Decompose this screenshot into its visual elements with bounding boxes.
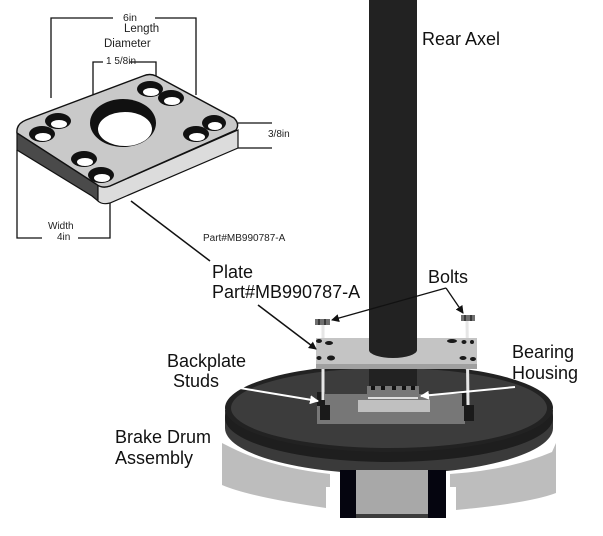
rear-axle-label: Rear Axel (422, 29, 501, 49)
drum-outer-band-right (450, 443, 556, 510)
plate-drawing (16, 17, 272, 262)
part-leader-line (130, 200, 211, 262)
bearing-housing-label-line2: Housing (512, 363, 579, 383)
backplate-studs-label-line1: Backplate (167, 351, 247, 371)
hub-right-block (428, 470, 446, 518)
width-label: Width (48, 221, 74, 232)
backplate-stud-left (320, 405, 330, 420)
backplate-stud-right-upper (462, 392, 469, 406)
bearing-teeth (371, 386, 415, 390)
backplate-studs-label-line2: Studs (173, 371, 220, 391)
backplate-stud-right (464, 405, 474, 421)
mounted-plate-edge (316, 364, 477, 369)
mounted-plate (316, 338, 477, 369)
hub-bottom-strip (356, 514, 428, 518)
drum-outer-band-left (222, 443, 330, 508)
center-hole-inner (98, 112, 152, 146)
hub-left-block (340, 470, 356, 518)
bolt-left (315, 319, 330, 325)
bearing-housing-base (358, 400, 430, 412)
axle-shaft (369, 0, 417, 358)
brake-drum-label-line1: Brake Drum (115, 427, 212, 447)
width-dimension (16, 150, 111, 239)
hub-center (356, 470, 428, 514)
bearing-housing-label-line1: Bearing (512, 342, 575, 362)
studs-leader-arrow (233, 386, 319, 405)
bolt-right (461, 315, 475, 321)
length-value-label: 6in (123, 12, 138, 24)
plate-part-number: Part#MB990787-A (203, 233, 286, 244)
length-label: Length (124, 23, 160, 35)
brake-drum-label-line2: Assembly (115, 448, 194, 468)
bearing-leader-arrow (420, 386, 516, 400)
diameter-label: Diameter (104, 38, 151, 50)
bolts-label: Bolts (428, 267, 469, 287)
plate-leader-arrow (257, 304, 317, 350)
plate-bolt-holes (29, 81, 226, 183)
bolts-leader-right (445, 287, 464, 314)
width-value-label: 4in (57, 232, 71, 243)
mounted-plate-holes (316, 339, 476, 361)
thickness-dimension (238, 122, 272, 149)
plate-label-line1: Plate (212, 262, 254, 282)
backplate-stud-left-upper (317, 392, 325, 406)
thickness-value-label: 3/8in (268, 129, 290, 140)
plate-label-line2: Part#MB990787-A (212, 282, 361, 302)
length-dimension (50, 17, 197, 98)
bolts-leader-left (331, 287, 447, 322)
diameter-value-label: 1 5/8in (106, 56, 137, 67)
